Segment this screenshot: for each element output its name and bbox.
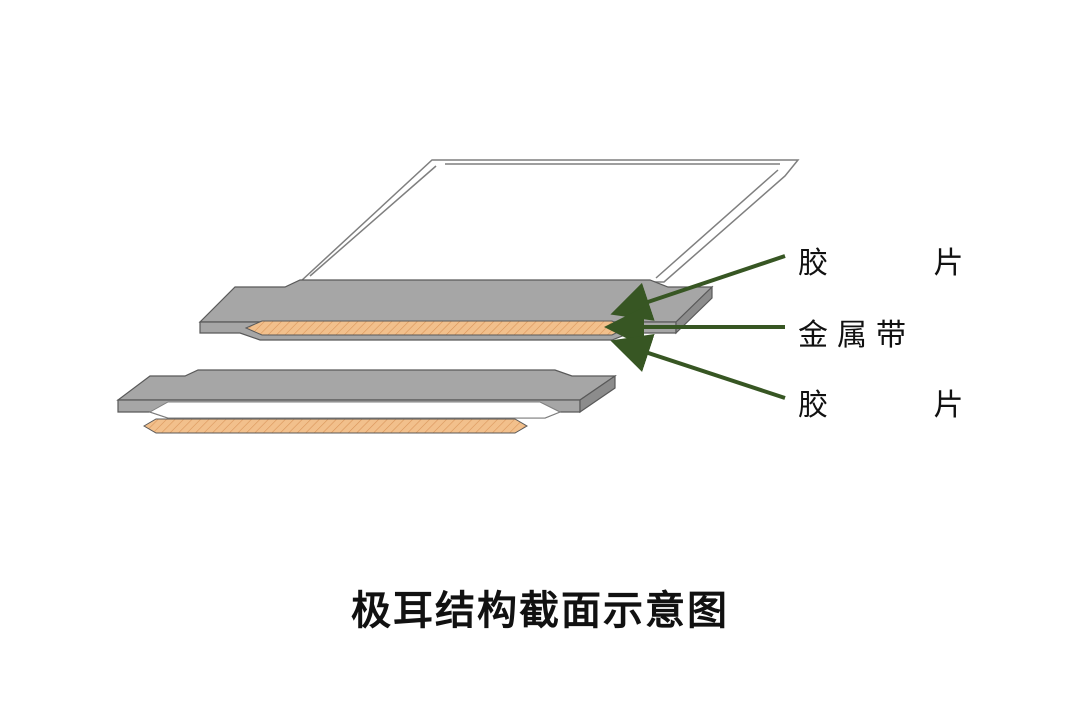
- upper-tape-side-face: [675, 285, 713, 335]
- diagram-caption: 极耳结构截面示意图: [351, 588, 729, 634]
- metal-strip-upper: [244, 320, 628, 336]
- arrow-icon: [610, 254, 786, 321]
- arrow-icon: [610, 334, 786, 400]
- lower-tape-top-face: [116, 369, 617, 401]
- upper-tape-top-face: [198, 279, 714, 323]
- lower-white-gap: [148, 401, 562, 419]
- label-tape-bottom: 胶 片: [798, 388, 1012, 423]
- pouch-frame: [298, 159, 800, 283]
- pointer-arrows: [604, 254, 786, 400]
- lower-tab-assembly: [116, 369, 617, 434]
- label-tape-top: 胶 片: [798, 246, 1012, 281]
- metal-strip-lower: [143, 418, 528, 434]
- lower-tape-side-face: [579, 374, 616, 414]
- upper-tab-assembly: [198, 279, 714, 341]
- label-metal-strip: 金属带: [798, 318, 915, 353]
